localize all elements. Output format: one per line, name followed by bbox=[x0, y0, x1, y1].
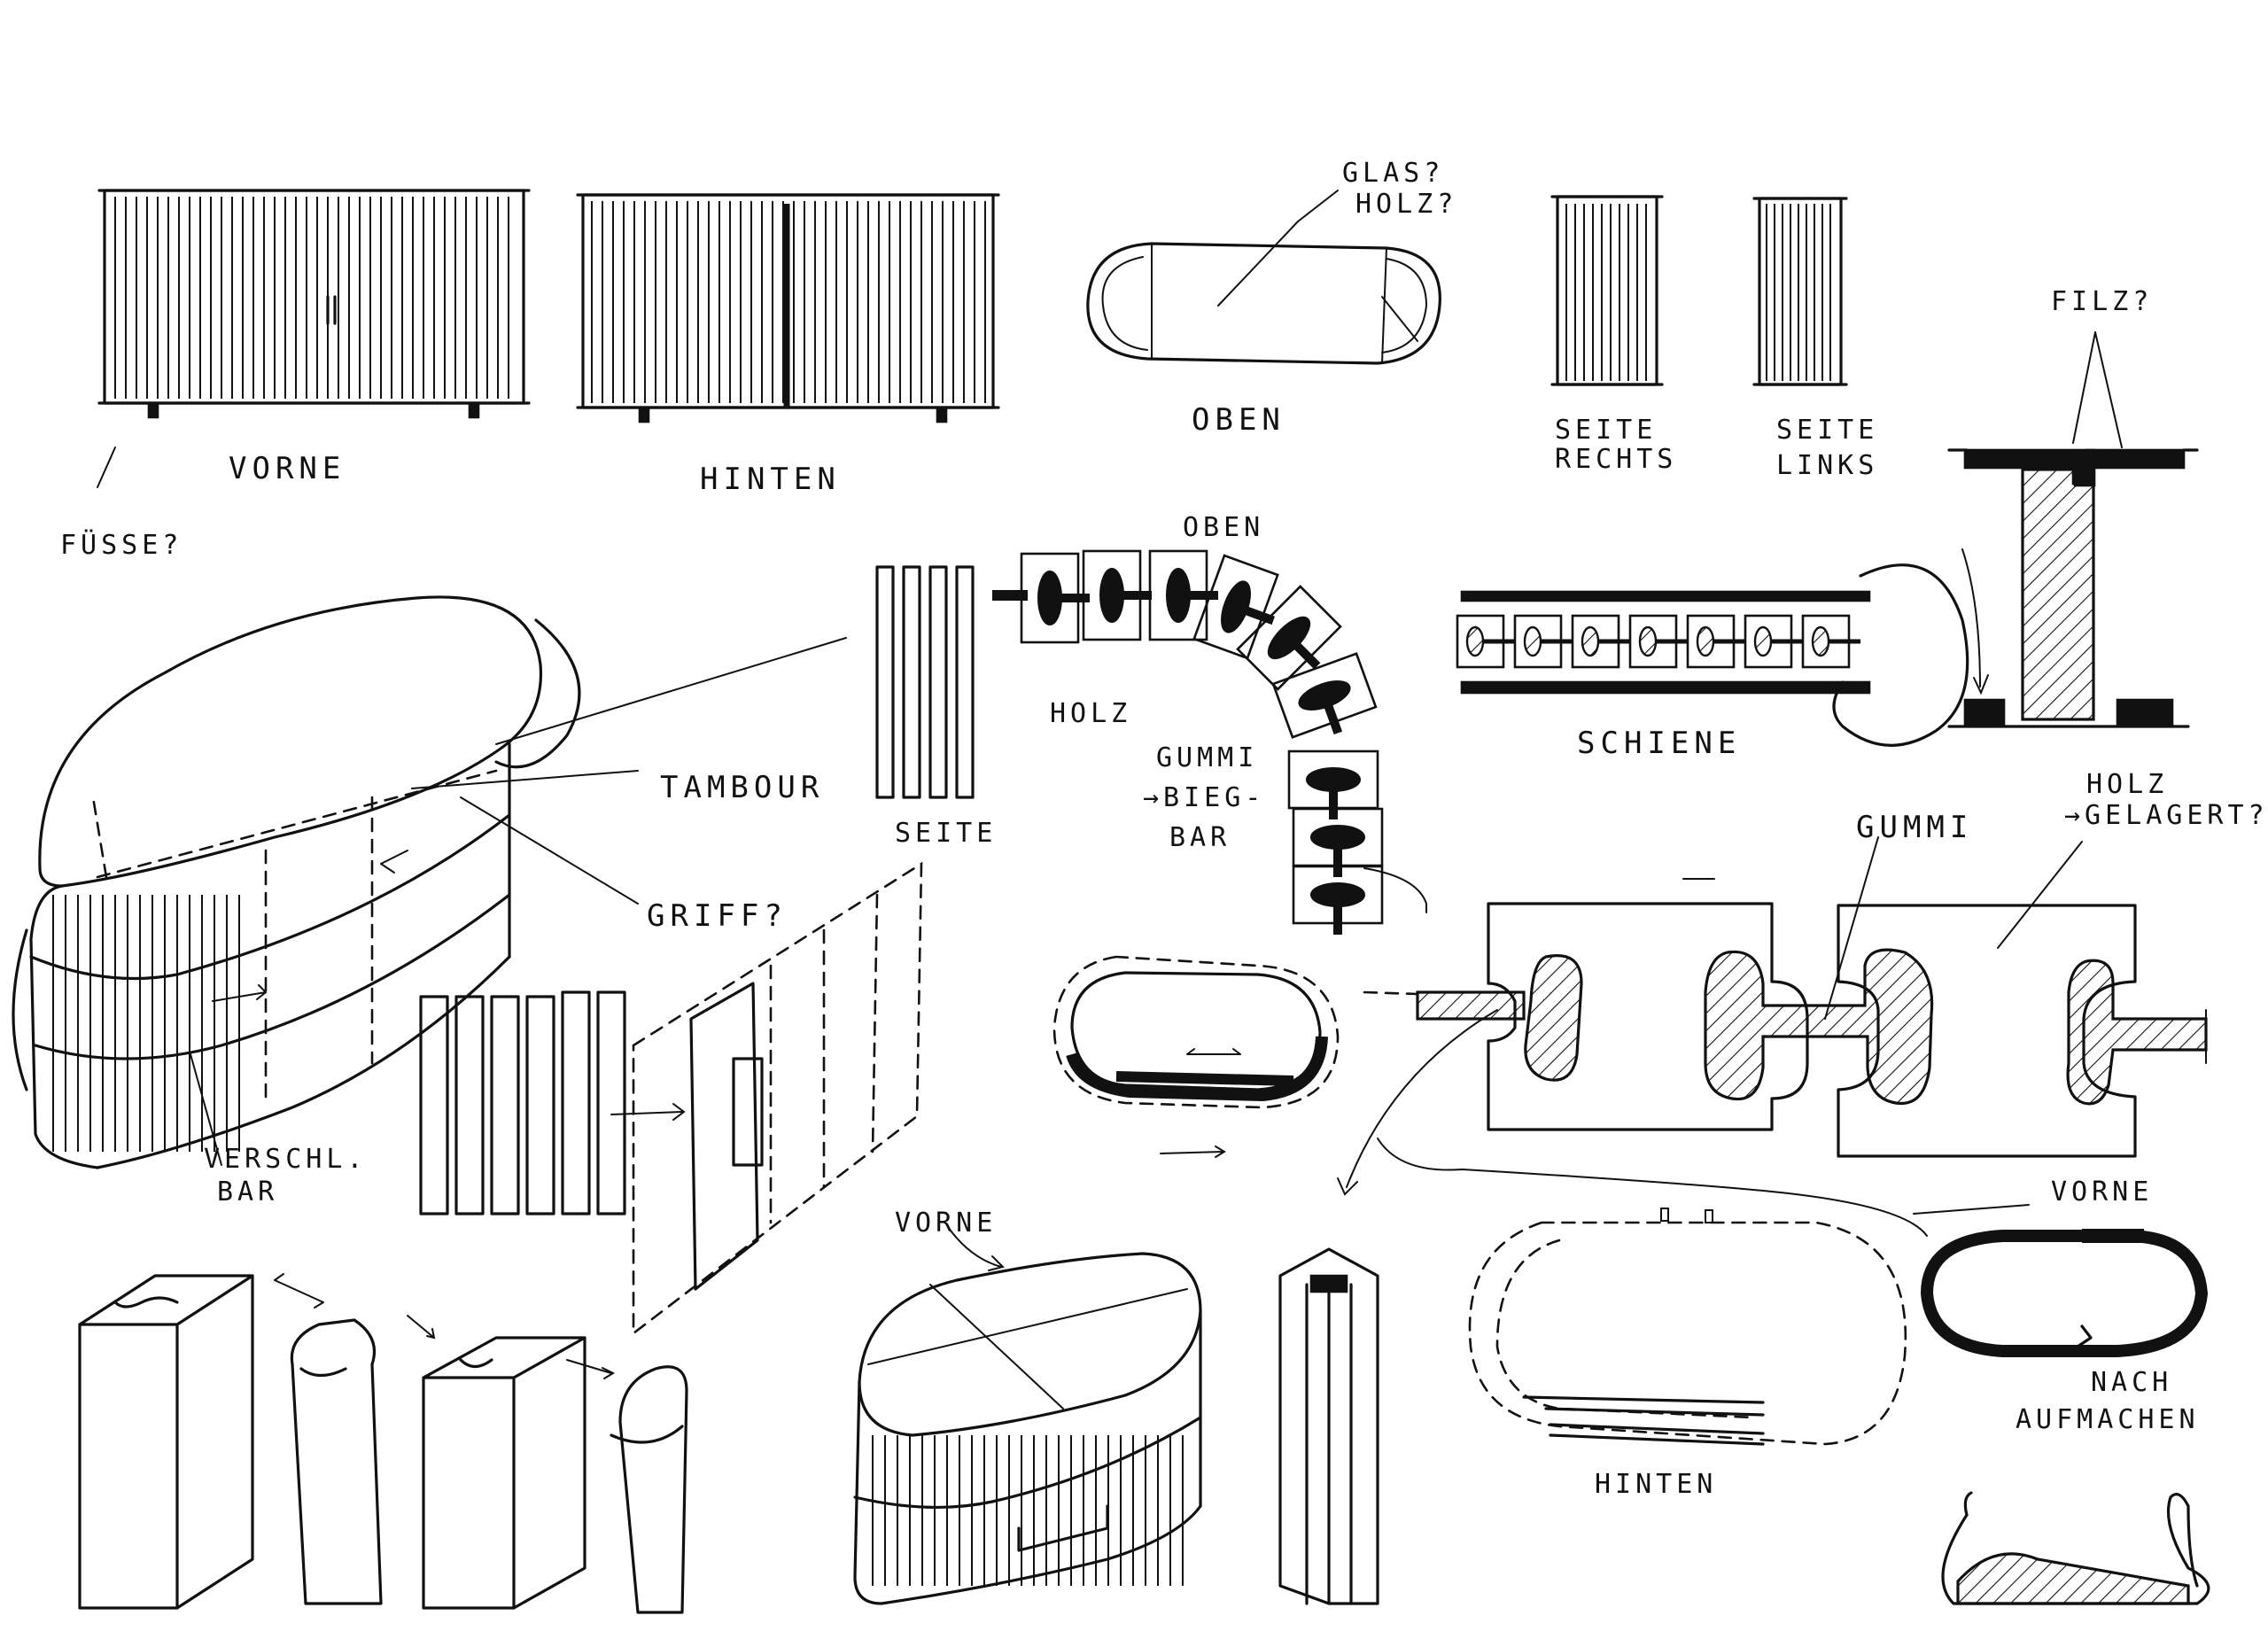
label-tambour: TAMBOUR bbox=[660, 770, 824, 805]
rail-link-core bbox=[1465, 625, 1485, 657]
label-seite-rechts-1: SEITE bbox=[1555, 415, 1657, 446]
label-gummi-biegbar-3: BAR bbox=[1169, 822, 1231, 853]
label-filz: FILZ? bbox=[2051, 286, 2153, 317]
label-hinten-track: HINTEN bbox=[1595, 1469, 1717, 1500]
slat-strips-seite bbox=[875, 565, 975, 799]
chain-link bbox=[1082, 549, 1152, 641]
isometric-cabinet bbox=[12, 595, 847, 1169]
label-vorne-oval: VORNE bbox=[2051, 1177, 2153, 1208]
front-view-cabinet bbox=[97, 189, 531, 419]
label-verschliessbar-2: BAR bbox=[217, 1177, 278, 1208]
label-seite-rechts-2: RECHTS bbox=[1555, 444, 1677, 475]
chain-link bbox=[1236, 585, 1342, 691]
back-view-cabinet bbox=[576, 193, 1000, 423]
rear-track bbox=[1468, 1208, 1907, 1446]
opened-track-oval bbox=[1920, 1229, 2209, 1357]
side-view-left bbox=[1752, 197, 1848, 386]
joinery-detail bbox=[1337, 836, 2208, 1237]
small-oval-track bbox=[1052, 955, 1340, 1158]
label-vorne-front: VORNE bbox=[229, 451, 346, 486]
label-holz-chain: HOLZ bbox=[1050, 698, 1131, 729]
handle-sketch bbox=[1941, 1491, 2210, 1605]
label-hinten-back: HINTEN bbox=[700, 462, 841, 497]
label-schiene: SCHIENE bbox=[1577, 726, 1741, 761]
label-aufmachen: AUFMACHEN bbox=[2016, 1404, 2200, 1435]
curved-slat-chain bbox=[992, 549, 1427, 935]
extruded-profile bbox=[1278, 1247, 1379, 1605]
label-fuesse: FÜSSE? bbox=[60, 529, 183, 561]
label-holz-gelagert-1: HOLZ bbox=[2086, 769, 2168, 800]
rail-link-core bbox=[1811, 625, 1830, 657]
label-oben-chain: OBEN bbox=[1183, 512, 1264, 543]
label-vorne-cabinet: VORNE bbox=[895, 1208, 997, 1239]
felt-rail-section bbox=[1947, 331, 2199, 728]
label-gummi-biegbar-2: →BIEG- bbox=[1143, 782, 1265, 813]
door-panels bbox=[419, 861, 923, 1336]
label-seite-strips: SEITE bbox=[895, 818, 997, 849]
rail-schiene bbox=[1456, 563, 1969, 747]
rail-link-core bbox=[1696, 625, 1715, 657]
chain-link bbox=[1292, 865, 1384, 935]
chain-link bbox=[1271, 652, 1378, 739]
label-gummi-biegbar-1: GUMMI bbox=[1156, 742, 1258, 773]
side-view-right bbox=[1550, 195, 1664, 386]
chain-link bbox=[1292, 807, 1384, 877]
label-oben-top: OBEN bbox=[1192, 402, 1285, 438]
profile-blocks bbox=[78, 1273, 688, 1614]
label-seite-links-1: SEITE bbox=[1776, 415, 1878, 446]
label-seite-links-2: LINKS bbox=[1776, 450, 1878, 481]
rail-link-core bbox=[1753, 625, 1773, 657]
cabinet-perspective-bottom bbox=[853, 1226, 1202, 1605]
rail-link-core bbox=[1523, 625, 1542, 657]
label-gummi-joint: GUMMI bbox=[1856, 810, 1973, 845]
label-glas: GLAS? bbox=[1342, 158, 1444, 189]
top-view-oval bbox=[1086, 190, 1441, 365]
label-holz-gelagert-2: →GELAGERT? bbox=[2064, 800, 2268, 831]
label-verschliessbar-1: VERSCHL. bbox=[204, 1144, 368, 1175]
chain-link bbox=[1020, 552, 1090, 644]
label-griff: GRIFF? bbox=[647, 898, 788, 934]
label-nach: NACH bbox=[2091, 1367, 2172, 1398]
label-holz-glas: HOLZ? bbox=[1355, 189, 1457, 220]
rail-link-core bbox=[1638, 625, 1658, 657]
rail-link-core bbox=[1581, 625, 1600, 657]
chain-link bbox=[1148, 549, 1218, 641]
